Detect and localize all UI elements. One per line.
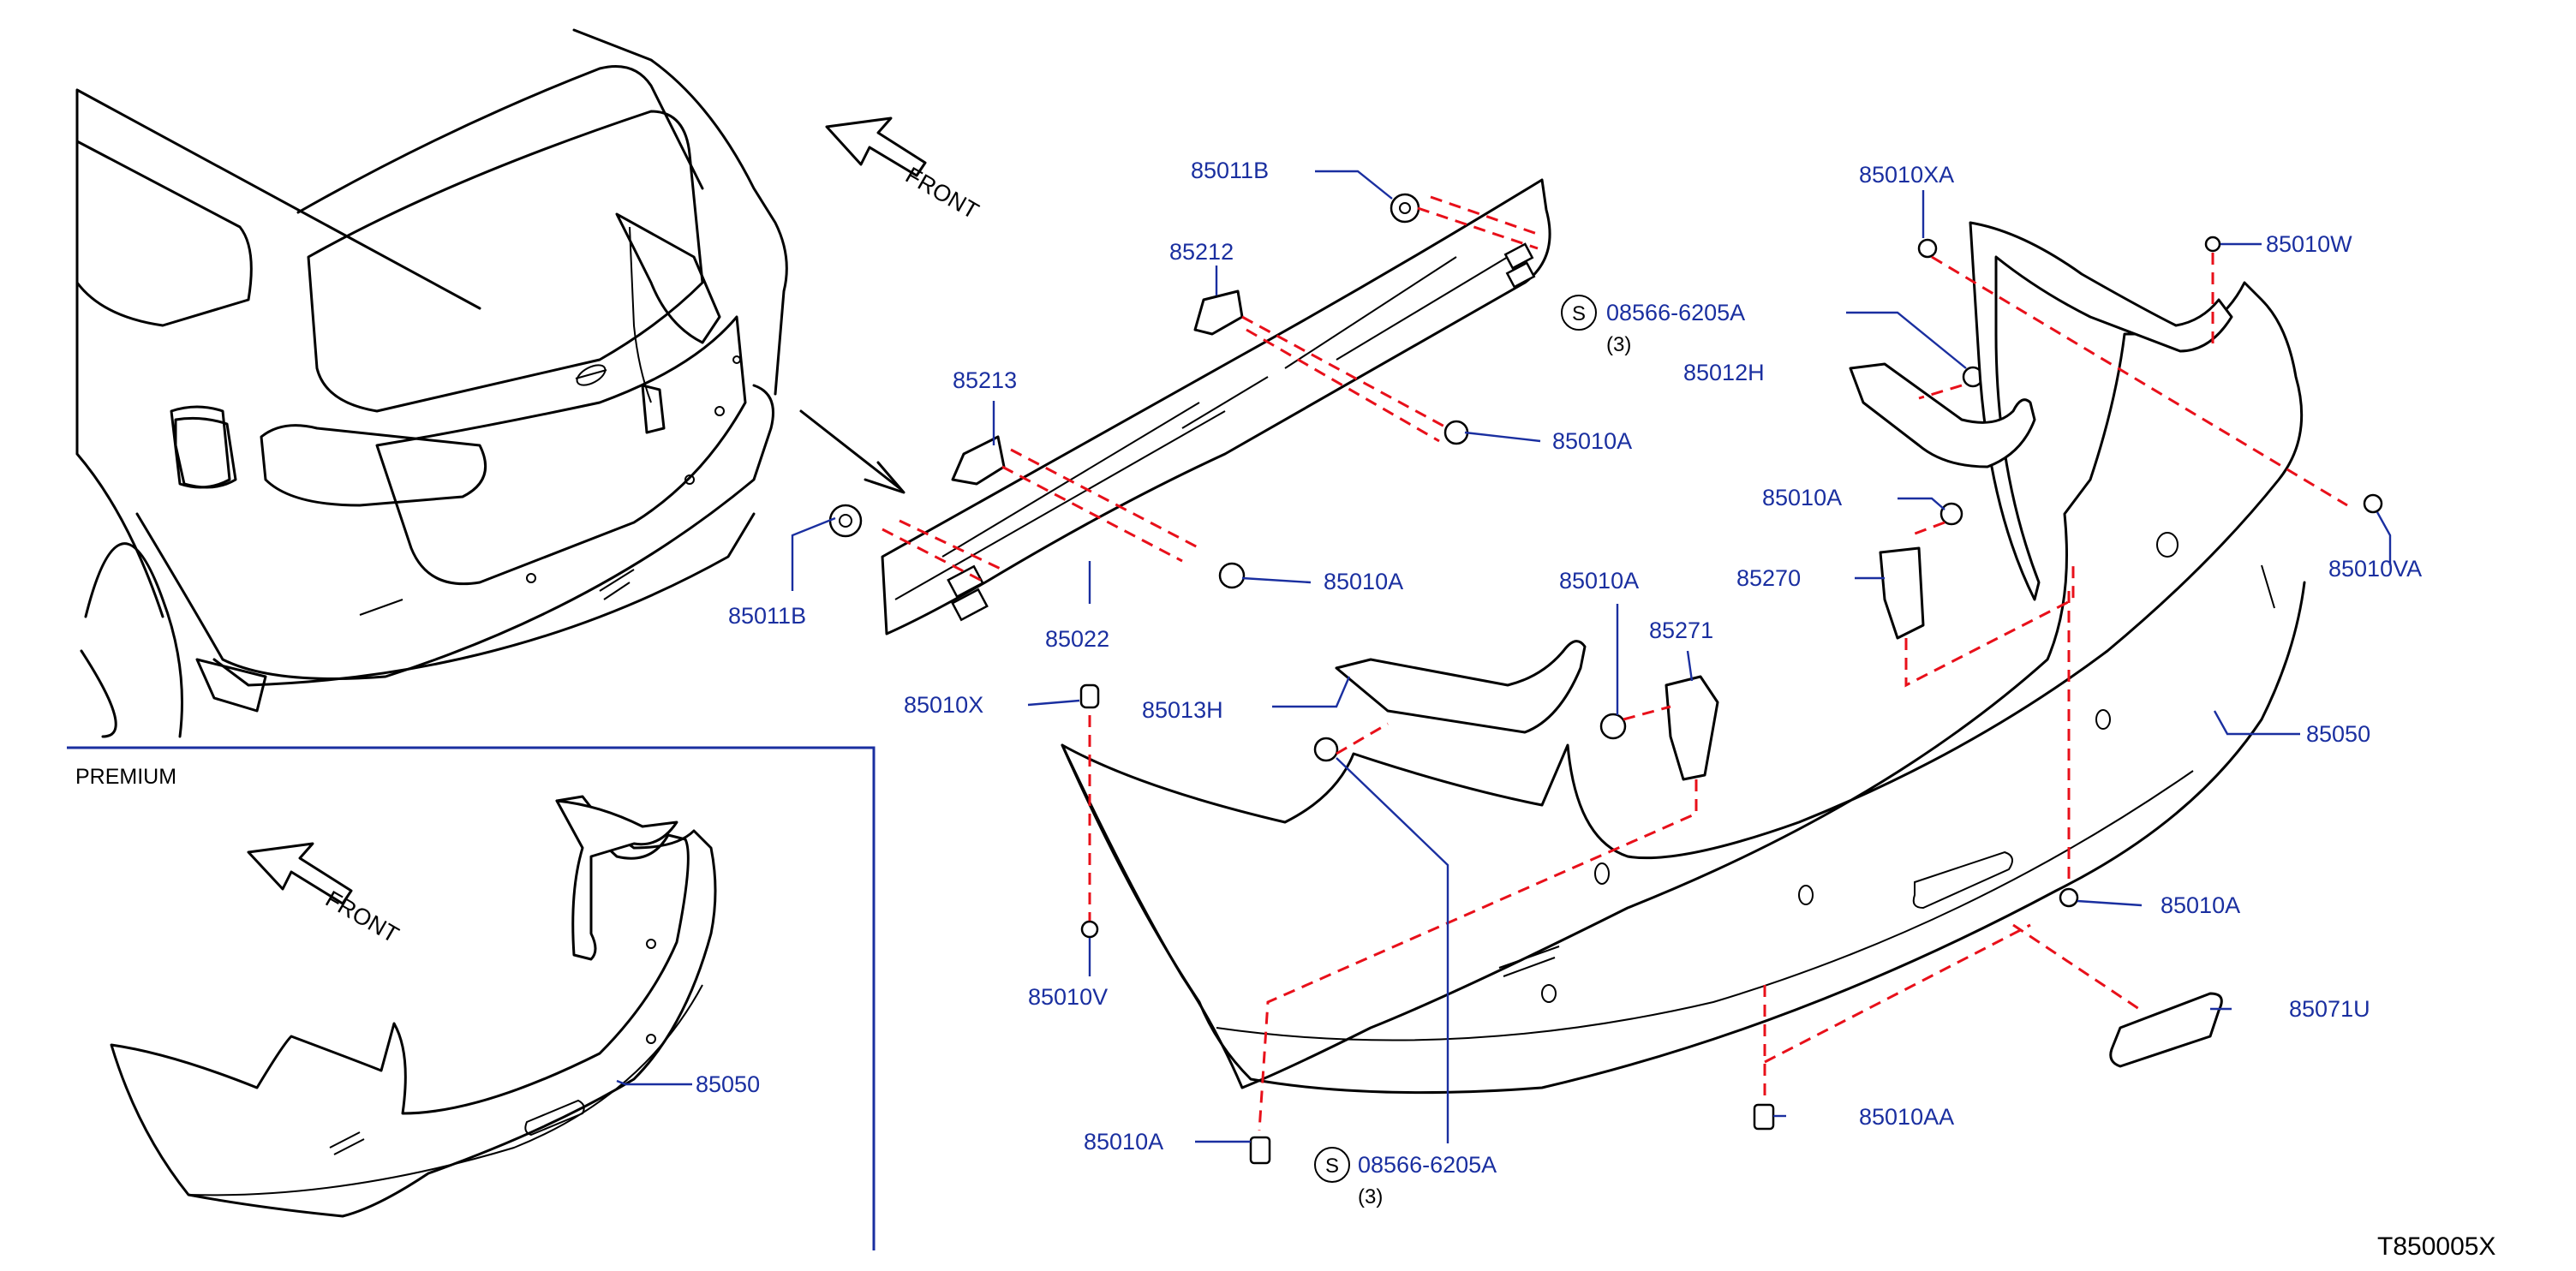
detail-arrow — [799, 409, 905, 494]
label-85271: 85271 — [1649, 618, 1713, 643]
label-85010W: 85010W — [2266, 231, 2352, 257]
label-85010AA: 85010AA — [1859, 1104, 1954, 1130]
label-85010XA: 85010XA — [1859, 162, 1954, 188]
bracket-85013H — [1335, 640, 1587, 734]
label-85010X: 85010X — [904, 692, 983, 718]
bracket-85271 — [1665, 675, 1719, 781]
std-symbol-lower: S — [1325, 1155, 1339, 1178]
part-labels: 85011B 85011B 85212 85213 85022 85010A 8… — [728, 158, 2422, 1155]
label-85022: 85022 — [1045, 626, 1109, 652]
label-85010A-5: 85010A — [2161, 892, 2240, 918]
std-part-number-upper: 08566-6205A — [1606, 300, 1745, 325]
vehicle-rear-view — [75, 28, 788, 738]
rear-bumper-fascia-85050 — [1061, 281, 2306, 1095]
label-85011B-top: 85011B — [1191, 158, 1269, 183]
front-direction-arrow: FRONT — [825, 116, 983, 224]
inset-label-85050: 85050 — [696, 1071, 760, 1097]
bracket-85212 — [1193, 289, 1244, 336]
side-retainer-upper — [1969, 221, 2233, 601]
premium-title: PREMIUM — [75, 765, 176, 789]
label-85010A-2: 85010A — [1324, 569, 1403, 594]
label-85010VA: 85010VA — [2328, 556, 2422, 582]
label-85012H: 85012H — [1683, 360, 1765, 385]
hardware-items — [828, 193, 2383, 1165]
leader-lines — [791, 170, 2392, 1143]
std-part-upper: S 08566-6205A (3) — [1561, 295, 1745, 356]
label-85010A-3: 85010A — [1762, 485, 1842, 510]
bracket-85270 — [1879, 546, 1925, 640]
premium-inset: PREMIUM FRONT 85050 — [67, 746, 876, 1250]
diagram-code: T850005X — [2377, 1232, 2495, 1261]
assembly-connectors — [882, 195, 2348, 1131]
reflector-85071U — [2109, 992, 2223, 1068]
label-85010A-4: 85010A — [1559, 568, 1639, 594]
bumper-reinforcement-85022 — [881, 178, 1551, 636]
std-part-number-lower: 08566-6205A — [1358, 1152, 1497, 1178]
bracket-85012H — [1849, 362, 2036, 468]
std-part-lower: S 08566-6205A (3) — [1314, 1147, 1497, 1208]
inset-front-label: FRONT — [321, 886, 403, 947]
label-85071U: 85071U — [2289, 996, 2370, 1022]
label-85213: 85213 — [953, 367, 1017, 393]
label-85013H: 85013H — [1142, 697, 1223, 723]
label-85270: 85270 — [1736, 565, 1801, 591]
std-part-qty-upper: (3) — [1606, 333, 1631, 356]
std-part-qty-lower: (3) — [1358, 1185, 1383, 1208]
label-85010A-6: 85010A — [1084, 1129, 1163, 1155]
front-label: FRONT — [901, 162, 983, 224]
std-symbol-upper: S — [1572, 302, 1586, 325]
label-85010A-1: 85010A — [1552, 428, 1632, 454]
bracket-85213 — [951, 435, 1006, 486]
label-85050: 85050 — [2306, 721, 2370, 747]
label-85212: 85212 — [1169, 239, 1234, 265]
label-85010V: 85010V — [1028, 984, 1108, 1010]
label-85011B-left: 85011B — [728, 603, 806, 629]
